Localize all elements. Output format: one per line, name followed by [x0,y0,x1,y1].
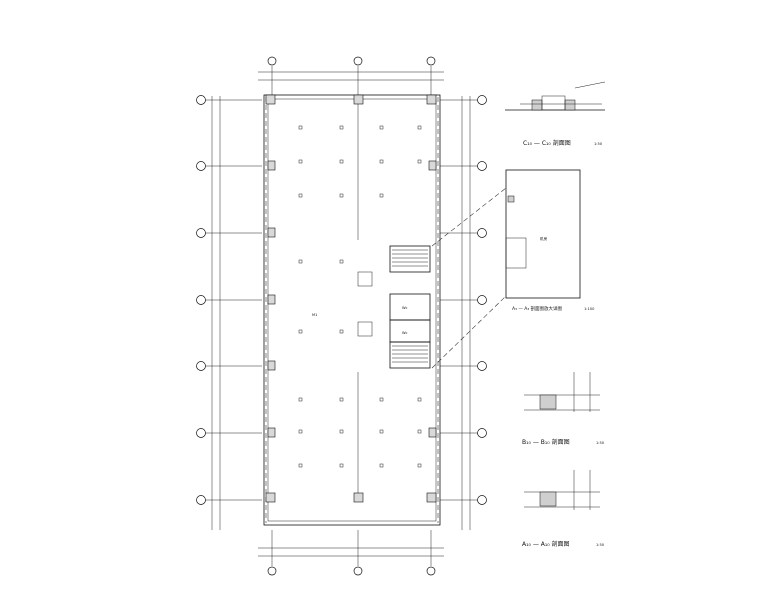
column-icon [426,94,437,105]
column-icon [428,427,437,438]
axis-bubble-icon [426,566,436,576]
axis-bubble-icon [196,495,206,505]
column-icon [267,360,276,371]
top-dimension-group [258,56,444,96]
axis-bubble-icon [477,95,487,105]
room-label: Wc [402,331,408,335]
callout-lines [431,187,507,369]
column-icon [267,427,276,438]
left-dimension-group [196,95,262,530]
column-icon [265,94,276,105]
core-area: Wc Wc M1 [312,245,431,369]
section-c-detail: C₁₀ — C₁₀ 剖面图 1:50 [505,81,606,147]
axis-bubble-icon [196,428,206,438]
axis-bubble-icon [196,161,206,171]
section-title: A₃ — A₃ 剖面图放大详图 [512,305,563,312]
column-icon [267,227,276,238]
section-scale: 1:50 [596,543,605,547]
wc-room [389,293,431,321]
axis-bubble-icon [477,428,487,438]
main-room-label: M1 [312,313,317,317]
axis-bubble-icon [477,161,487,171]
axis-bubble-icon [477,361,487,371]
column-icon [267,160,276,171]
detail-room-label: 机房 [540,236,548,241]
axis-bubble-icon [196,228,206,238]
axis-bubble-icon [353,56,363,66]
axis-bubble-icon [196,95,206,105]
column-icon [426,492,437,503]
section-title: A₁₀ — A₁₀ 剖面图 [522,540,570,548]
column-icon [267,294,276,305]
column-icon [353,492,364,503]
right-dimension-group [440,95,487,530]
axis-bubble-icon [477,295,487,305]
bottom-dimension-group [258,530,444,576]
fixture-marks [298,104,422,493]
room-label: Wc [402,306,408,310]
section-b-detail: B₁₀ — B₁₀ 剖面图 1:50 [522,372,605,446]
section-scale: 1:100 [584,307,595,311]
section-title: B₁₀ — B₁₀ 剖面图 [522,438,570,446]
column-grid [265,94,437,503]
axis-bubble-icon [196,295,206,305]
axis-bubble-icon [477,228,487,238]
axis-bubble-icon [426,56,436,66]
section-a-detail: A₁₀ — A₁₀ 剖面图 1:50 [522,470,605,548]
section-scale: 1:50 [596,441,605,445]
axis-bubble-icon [196,361,206,371]
axis-bubble-icon [267,56,277,66]
building-outline [263,94,441,526]
enlarged-detail: 机房 A₃ — A₃ 剖面图放大详图 1:100 [505,169,595,312]
column-icon [428,160,437,171]
axis-bubble-icon [477,495,487,505]
axis-bubble-icon [267,566,277,576]
axis-bubble-icon [353,566,363,576]
column-icon [265,492,276,503]
wc-room [389,319,431,343]
section-title: C₁₀ — C₁₀ 剖面图 [523,139,571,147]
column-icon [353,94,364,105]
section-scale: 1:50 [594,142,603,146]
